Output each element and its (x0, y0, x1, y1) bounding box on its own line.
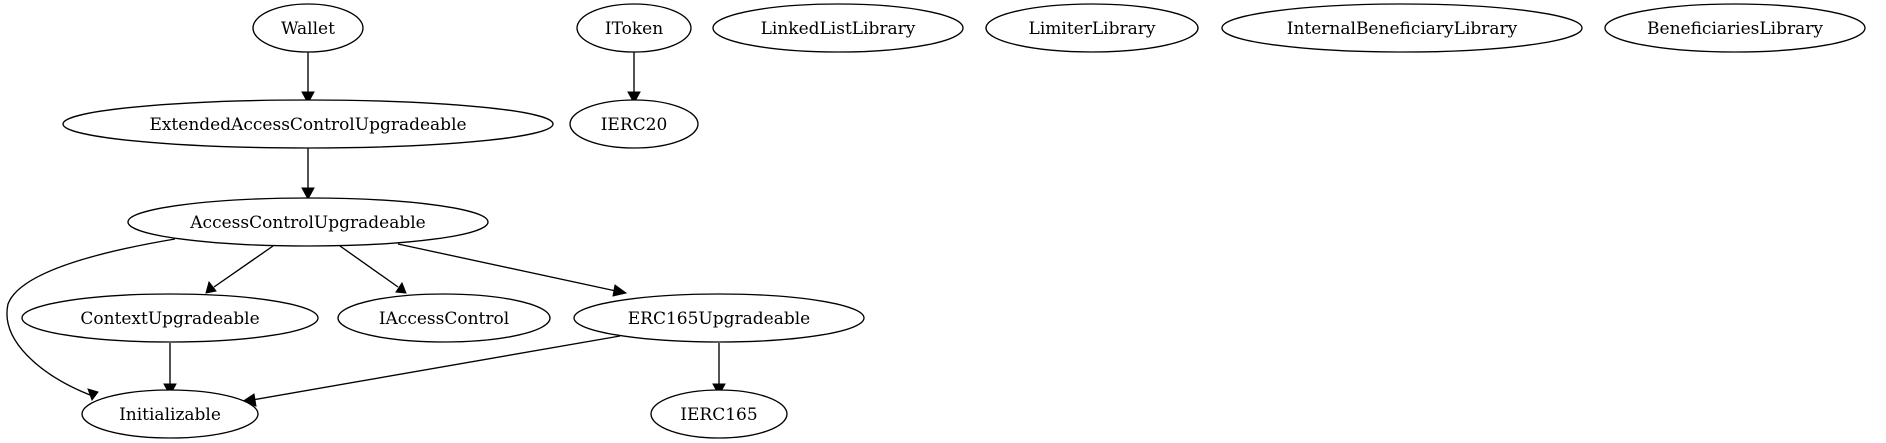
edge-access-iaccesscontrol (339, 245, 407, 294)
edge-access-context (205, 245, 274, 294)
svg-text:IAccessControl: IAccessControl (379, 309, 509, 329)
svg-text:Wallet: Wallet (281, 19, 335, 39)
node-internal-beneficiary-library: InternalBeneficiaryLibrary (1221, 3, 1583, 53)
svg-text:IERC20: IERC20 (601, 115, 668, 135)
svg-text:ERC165Upgradeable: ERC165Upgradeable (628, 309, 810, 329)
svg-text:InternalBeneficiaryLibrary: InternalBeneficiaryLibrary (1287, 19, 1518, 39)
node-wallet: Wallet (252, 3, 364, 53)
svg-text:IERC165: IERC165 (680, 405, 757, 425)
edge-access-erc165upgradeable (397, 243, 628, 297)
svg-text:IToken: IToken (605, 19, 663, 39)
node-erc165-upgradeable: ERC165Upgradeable (573, 293, 865, 343)
node-ierc20: IERC20 (569, 99, 699, 149)
edge-extended-access (301, 148, 315, 201)
svg-text:LimiterLibrary: LimiterLibrary (1029, 19, 1156, 39)
svg-text:BeneficiariesLibrary: BeneficiariesLibrary (1647, 19, 1823, 39)
node-access-control-upgradeable: AccessControlUpgradeable (127, 197, 489, 247)
svg-text:AccessControlUpgradeable: AccessControlUpgradeable (189, 213, 425, 233)
node-limiter-library: LimiterLibrary (985, 3, 1199, 53)
node-iaccess-control: IAccessControl (337, 293, 551, 343)
edge-access-initializable (6, 238, 176, 402)
node-ierc165: IERC165 (650, 389, 788, 439)
svg-text:ExtendedAccessControlUpgradeab: ExtendedAccessControlUpgradeable (149, 115, 466, 135)
node-context-upgradeable: ContextUpgradeable (21, 293, 319, 343)
svg-text:ContextUpgradeable: ContextUpgradeable (80, 309, 259, 329)
svg-text:LinkedListLibrary: LinkedListLibrary (761, 19, 916, 39)
svg-text:Initializable: Initializable (119, 405, 221, 425)
node-linked-list-library: LinkedListLibrary (712, 3, 964, 53)
edge-wallet-extended (301, 52, 315, 105)
edge-itoken-ierc20 (627, 52, 641, 105)
node-extended-access-control-upgradeable: ExtendedAccessControlUpgradeable (62, 99, 554, 149)
node-initializable: Initializable (81, 389, 259, 439)
edge-context-initializable (163, 343, 177, 397)
edge-erc165upgradeable-initializable (240, 335, 621, 407)
node-beneficiaries-library: BeneficiariesLibrary (1604, 3, 1866, 53)
edge-erc165upgradeable-ierc165 (712, 343, 726, 397)
node-itoken: IToken (576, 3, 692, 53)
